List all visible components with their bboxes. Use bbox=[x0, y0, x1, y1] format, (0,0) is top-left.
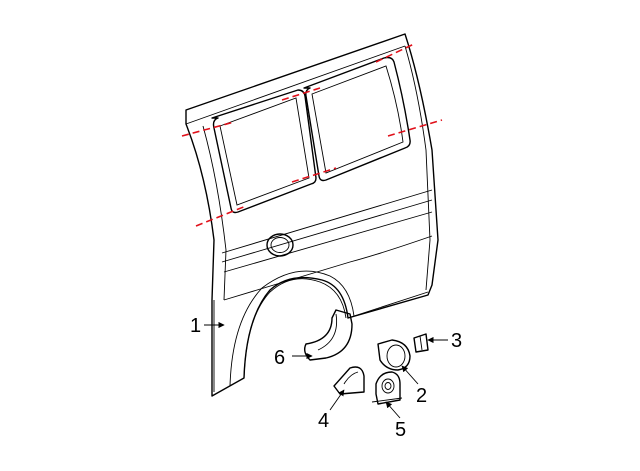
callout-5: 5 bbox=[395, 419, 406, 441]
wheel-arch-molding bbox=[303, 309, 353, 361]
side-panel bbox=[185, 33, 439, 397]
leader-lines bbox=[204, 321, 448, 419]
clip-part bbox=[413, 333, 429, 353]
cut-line bbox=[375, 43, 415, 63]
bracket-part bbox=[371, 371, 403, 405]
callout-3: 3 bbox=[451, 330, 462, 352]
cut-line bbox=[281, 87, 321, 101]
cut-line bbox=[291, 167, 337, 183]
shield-part bbox=[377, 339, 411, 371]
callout-2: 2 bbox=[416, 385, 427, 407]
cut-lines bbox=[181, 43, 443, 227]
cut-line bbox=[181, 121, 235, 137]
cut-line bbox=[387, 119, 443, 137]
fuel-door bbox=[266, 233, 294, 257]
leader-arrow-2 bbox=[401, 365, 419, 385]
cut-line bbox=[195, 205, 247, 227]
leader-arrow-5 bbox=[385, 401, 401, 419]
callout-6: 6 bbox=[274, 347, 285, 369]
callout-1: 1 bbox=[190, 315, 201, 337]
leader-arrow-4 bbox=[329, 389, 345, 411]
rear-window bbox=[303, 56, 411, 182]
callout-4: 4 bbox=[318, 410, 329, 432]
front-window bbox=[211, 89, 317, 214]
splash-guard bbox=[333, 366, 365, 395]
